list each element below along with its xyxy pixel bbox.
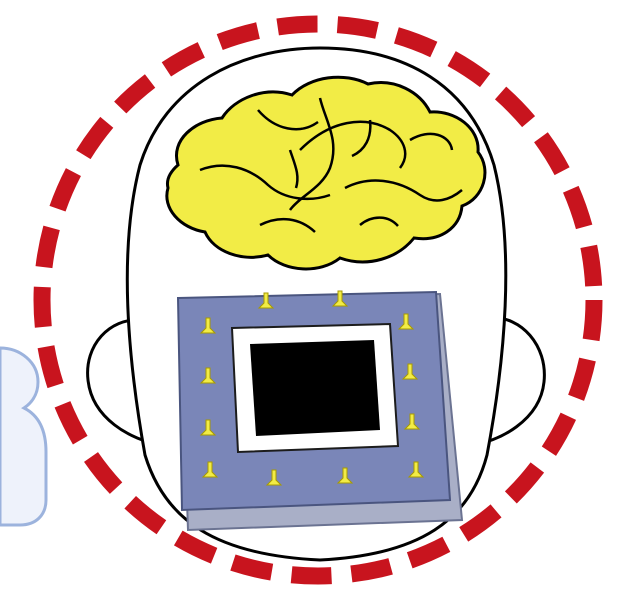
microchip-icon bbox=[178, 291, 462, 530]
side-bubble-shape bbox=[0, 348, 46, 525]
